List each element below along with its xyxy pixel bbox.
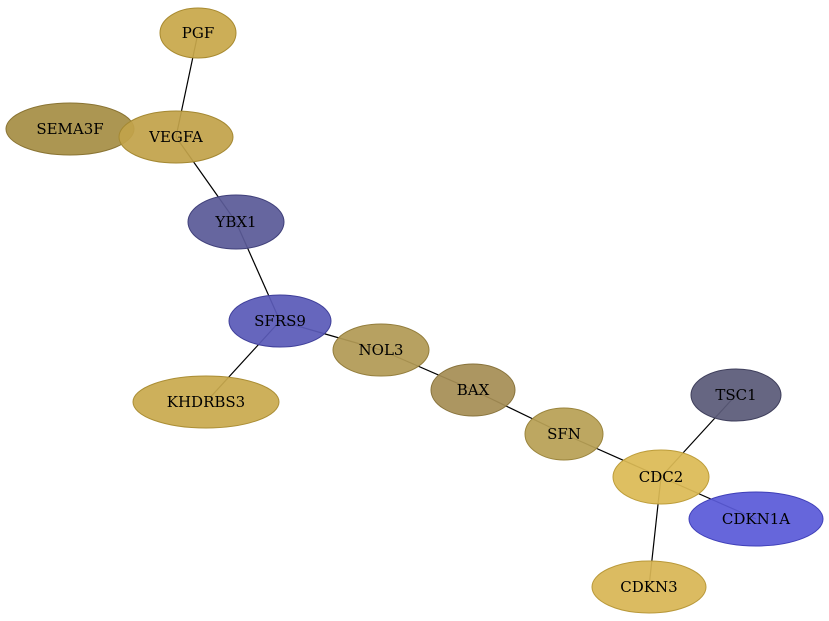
node-khdrbs3: KHDRBS3: [132, 375, 280, 429]
node-sfrs9: SFRS9: [228, 294, 332, 348]
node-label-cdkn3: CDKN3: [620, 578, 677, 596]
node-shape-ybx1: [187, 194, 285, 250]
node-bax: BAX: [430, 363, 516, 417]
node-label-nol3: NOL3: [359, 341, 404, 359]
node-cdkn3: CDKN3: [591, 560, 707, 614]
node-pgf: PGF: [159, 7, 237, 59]
node-label-khdrbs3: KHDRBS3: [167, 393, 245, 411]
node-shape-tsc1: [690, 368, 782, 422]
node-label-bax: BAX: [457, 381, 490, 399]
node-label-cdc2: CDC2: [639, 468, 684, 486]
node-shape-cdkn1a: [688, 491, 824, 547]
node-shape-cdkn3: [591, 560, 707, 614]
node-label-tsc1: TSC1: [715, 386, 756, 404]
node-label-sfn: SFN: [547, 425, 581, 443]
node-label-cdkn1a: CDKN1A: [722, 510, 790, 528]
node-label-sfrs9: SFRS9: [254, 312, 306, 330]
node-nol3: NOL3: [332, 323, 430, 377]
node-shape-khdrbs3: [132, 375, 280, 429]
node-shape-sfn: [524, 407, 604, 461]
node-shape-pgf: [159, 7, 237, 59]
node-shape-vegfa: [118, 110, 234, 164]
node-shape-sfrs9: [228, 294, 332, 348]
node-shape-bax: [430, 363, 516, 417]
node-label-ybx1: YBX1: [214, 213, 256, 231]
node-label-sema3f: SEMA3F: [36, 120, 103, 138]
node-label-vegfa: VEGFA: [148, 128, 203, 146]
node-label-pgf: PGF: [182, 24, 214, 42]
node-shape-nol3: [332, 323, 430, 377]
node-cdc2: CDC2: [612, 449, 710, 505]
node-sema3f: SEMA3F: [5, 102, 135, 156]
node-shape-cdc2: [612, 449, 710, 505]
node-ybx1: YBX1: [187, 194, 285, 250]
node-sfn: SFN: [524, 407, 604, 461]
node-cdkn1a: CDKN1A: [688, 491, 824, 547]
node-vegfa: VEGFA: [118, 110, 234, 164]
node-tsc1: TSC1: [690, 368, 782, 422]
